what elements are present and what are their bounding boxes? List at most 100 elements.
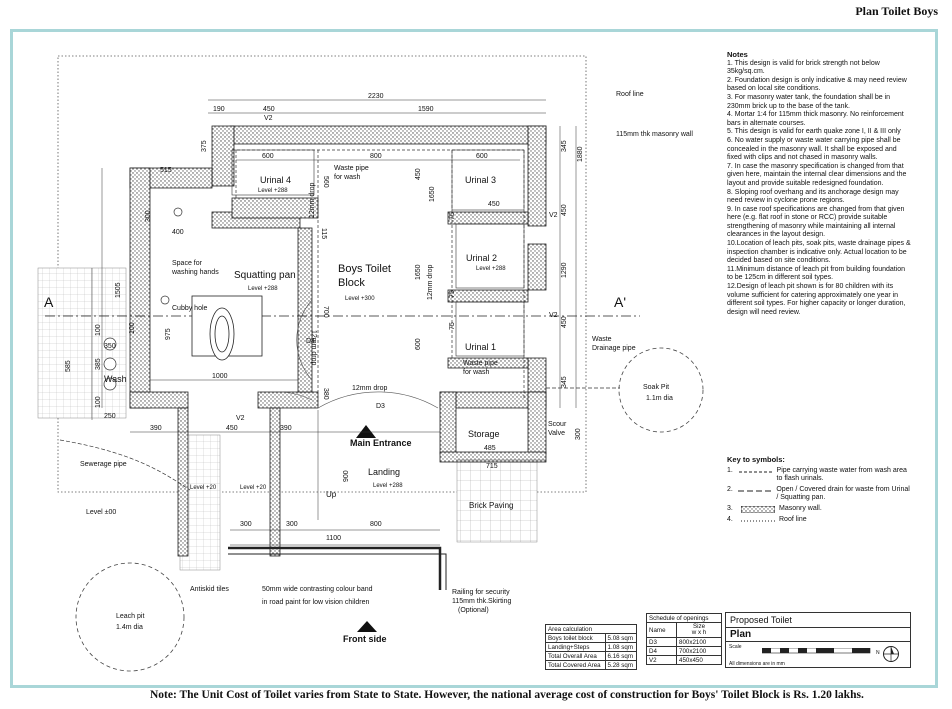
area-title: Area calculation	[545, 624, 637, 634]
space-wash-label: Space for	[172, 260, 203, 267]
drop-label-c: 12mm drop	[427, 264, 434, 300]
svg-text:450: 450	[263, 106, 275, 113]
storage-label: Storage	[468, 429, 500, 439]
main-entrance-label: Main Entrance	[350, 438, 412, 448]
key-title: Key to symbols:	[727, 455, 785, 464]
note-item: 1. This design is valid for brick streng…	[727, 59, 880, 76]
leach-pit	[75, 562, 185, 672]
waste-pipe-u1-label-2: for wash	[463, 369, 490, 376]
openings-title: Schedule of openings	[646, 613, 722, 623]
svg-text:585: 585	[65, 360, 72, 372]
svg-text:1650: 1650	[429, 186, 436, 202]
page-title: Plan Toilet Boys	[855, 4, 938, 18]
svg-text:300: 300	[145, 210, 152, 222]
dims-note: All dimensions are in mm	[729, 661, 785, 667]
drop-label-b: 12mm drop	[310, 330, 317, 366]
wash-basins	[103, 207, 183, 391]
svg-text:600: 600	[262, 153, 274, 160]
svg-text:1290: 1290	[561, 262, 568, 278]
svg-text:450: 450	[488, 201, 500, 208]
note-item: 3. For masonry water tank, the foundatio…	[727, 93, 891, 110]
note-item: 2. Foundation design is only indicative …	[727, 76, 907, 93]
waste-pipe-u1-label: Waste pipe	[463, 360, 498, 367]
note-item: 6. No water supply or waste water carryi…	[727, 136, 901, 162]
railing-label-1: Railing for security	[452, 589, 510, 596]
v2-label-d: V2	[236, 415, 245, 422]
north-arrow-icon	[883, 646, 899, 662]
svg-text:250: 250	[104, 413, 116, 420]
v2-label-b: V2	[549, 212, 558, 219]
urinal-1-stall	[455, 301, 525, 357]
svg-text:75: 75	[449, 322, 456, 330]
svg-text:800: 800	[370, 153, 382, 160]
level-urinal4: Level +288	[258, 188, 288, 194]
scale-bar	[762, 648, 871, 654]
leach-pit-label: Leach pit	[116, 613, 144, 620]
svg-text:345: 345	[561, 376, 568, 388]
dimension-lines	[91, 99, 577, 546]
scour-label: Scour	[548, 421, 567, 428]
leach-pit-dia: 1.4m dia	[116, 624, 143, 631]
wash-label: Wash	[104, 374, 127, 384]
urinal-4-stall	[231, 149, 315, 196]
drop-label-d: 12mm drop	[352, 385, 388, 392]
svg-text:390: 390	[280, 425, 292, 432]
soak-pit-label: Soak Pit	[643, 384, 669, 391]
svg-text:600: 600	[415, 338, 422, 350]
level-squatting: Level +288	[248, 286, 278, 292]
svg-text:1000: 1000	[212, 373, 228, 380]
main-entrance-arrow	[356, 425, 376, 438]
svg-text:375: 375	[201, 140, 208, 152]
note-item: 11.Minimum distance of leach pit from bu…	[727, 265, 906, 282]
urinal-4-label: Urinal 4	[260, 175, 291, 185]
svg-text:190: 190	[213, 106, 225, 113]
svg-text:350: 350	[104, 343, 116, 350]
waste-drain-label-2: Drainage pipe	[592, 345, 636, 352]
svg-text:380: 380	[322, 388, 329, 400]
roof-line-symbol-icon	[741, 520, 775, 522]
d4-label: D4	[306, 338, 315, 345]
svg-text:450: 450	[415, 168, 422, 180]
north-label: N	[876, 650, 880, 656]
level-landing: Level +288	[373, 483, 403, 489]
sewerage-label: Sewerage pipe	[80, 461, 127, 468]
v2-label-c: V2	[549, 312, 558, 319]
section-a2-label: A'	[614, 294, 626, 310]
railing	[228, 546, 442, 590]
svg-text:390: 390	[150, 425, 162, 432]
pipe-symbol-icon	[738, 471, 773, 473]
note-item: 9. In case roof specifications are chang…	[727, 205, 905, 239]
svg-text:600: 600	[476, 153, 488, 160]
svg-text:75: 75	[449, 290, 456, 298]
up-label: Up	[326, 490, 337, 499]
key-panel: Key to symbols: 1. Pipe carrying waste w…	[727, 455, 912, 526]
front-side-label: Front side	[343, 634, 387, 644]
svg-text:450: 450	[561, 204, 568, 216]
urinal-1-label: Urinal 1	[465, 342, 496, 352]
drop-label-a: 12mm drop	[309, 182, 316, 218]
level-ext-2: Level +20	[240, 485, 267, 491]
front-side-arrow	[357, 621, 377, 632]
dimension-texts: 2230 190 450 1590 375 515 600 800 600 34…	[65, 93, 584, 542]
waste-drain-label: Waste	[592, 336, 612, 343]
urinal-2-label: Urinal 2	[466, 253, 497, 263]
cubby-label: Cubby hole	[172, 305, 208, 312]
svg-text:450: 450	[561, 316, 568, 328]
note-item: 4. Mortar 1:4 for 115mm thick masonry. N…	[727, 111, 904, 127]
svg-text:800: 800	[370, 521, 382, 528]
roof-line-label: Roof line	[616, 91, 644, 98]
railing-label-2: 115mm thk.Skirting	[452, 598, 511, 605]
svg-text:1505: 1505	[115, 282, 122, 298]
d3-label: D3	[376, 403, 385, 410]
drain-symbol-icon	[738, 490, 773, 492]
svg-text:1100: 1100	[326, 535, 341, 542]
svg-text:715: 715	[486, 463, 498, 470]
key-row: 2. Open / Covered drain for waste from U…	[727, 485, 910, 502]
svg-text:100: 100	[95, 396, 102, 408]
